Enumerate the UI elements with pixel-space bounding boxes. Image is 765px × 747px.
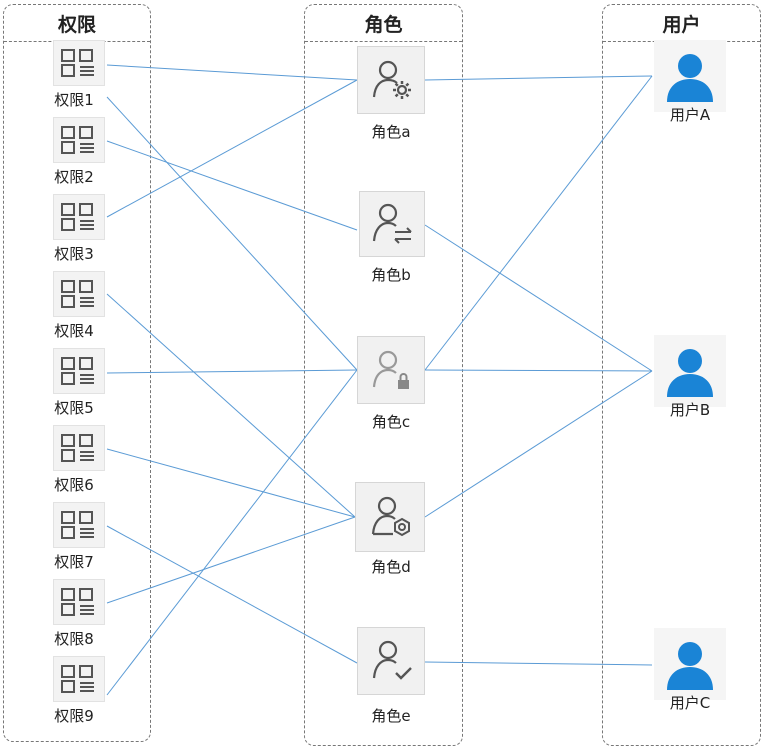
- role-node[interactable]: [357, 627, 425, 695]
- role-node[interactable]: [357, 46, 425, 114]
- role-label: 角色a: [371, 123, 411, 141]
- permission-node[interactable]: [53, 271, 105, 317]
- user-check-icon: [357, 627, 425, 695]
- permission-node[interactable]: [53, 40, 105, 86]
- permission-label: 权限9: [54, 707, 94, 725]
- permission-node[interactable]: [53, 425, 105, 471]
- permission-label: 权限8: [54, 630, 94, 648]
- permission-label: 权限2: [54, 168, 94, 186]
- user-lock-icon: [357, 336, 425, 404]
- permission-node[interactable]: [53, 194, 105, 240]
- user-node[interactable]: [654, 40, 726, 112]
- user-label: 用户A: [669, 106, 711, 124]
- permission-node[interactable]: [53, 656, 105, 702]
- permission-node[interactable]: [53, 348, 105, 394]
- role-node[interactable]: [355, 482, 425, 552]
- role-node[interactable]: [357, 336, 425, 404]
- users-header: 用户: [603, 5, 760, 42]
- permission-node[interactable]: [53, 117, 105, 163]
- user-gear-icon: [357, 46, 425, 114]
- role-label: 角色c: [371, 413, 411, 431]
- permission-grid-icon: [53, 579, 105, 625]
- permissions-header: 权限: [4, 5, 150, 42]
- permission-grid-icon: [53, 117, 105, 163]
- permission-label: 权限4: [54, 322, 94, 340]
- permission-label: 权限1: [54, 91, 94, 109]
- permission-grid-icon: [53, 194, 105, 240]
- person-icon: [654, 628, 726, 700]
- role-node[interactable]: [359, 191, 425, 257]
- roles-header: 角色: [305, 5, 462, 42]
- user-node[interactable]: [654, 628, 726, 700]
- permission-label: 权限7: [54, 553, 94, 571]
- user-settings-icon: [355, 482, 425, 552]
- user-label: 用户C: [669, 694, 711, 712]
- permission-grid-icon: [53, 502, 105, 548]
- permission-grid-icon: [53, 40, 105, 86]
- permission-grid-icon: [53, 271, 105, 317]
- user-node[interactable]: [654, 335, 726, 407]
- person-icon: [654, 40, 726, 112]
- permission-node[interactable]: [53, 579, 105, 625]
- permission-label: 权限5: [54, 399, 94, 417]
- person-icon: [654, 335, 726, 407]
- user-label: 用户B: [669, 401, 711, 419]
- role-label: 角色e: [371, 707, 411, 725]
- permission-grid-icon: [53, 656, 105, 702]
- role-label: 角色b: [371, 266, 411, 284]
- user-switch-icon: [359, 191, 425, 257]
- permission-node[interactable]: [53, 502, 105, 548]
- permission-label: 权限3: [54, 245, 94, 263]
- role-label: 角色d: [371, 558, 411, 576]
- permission-grid-icon: [53, 425, 105, 471]
- permission-grid-icon: [53, 348, 105, 394]
- permission-label: 权限6: [54, 476, 94, 494]
